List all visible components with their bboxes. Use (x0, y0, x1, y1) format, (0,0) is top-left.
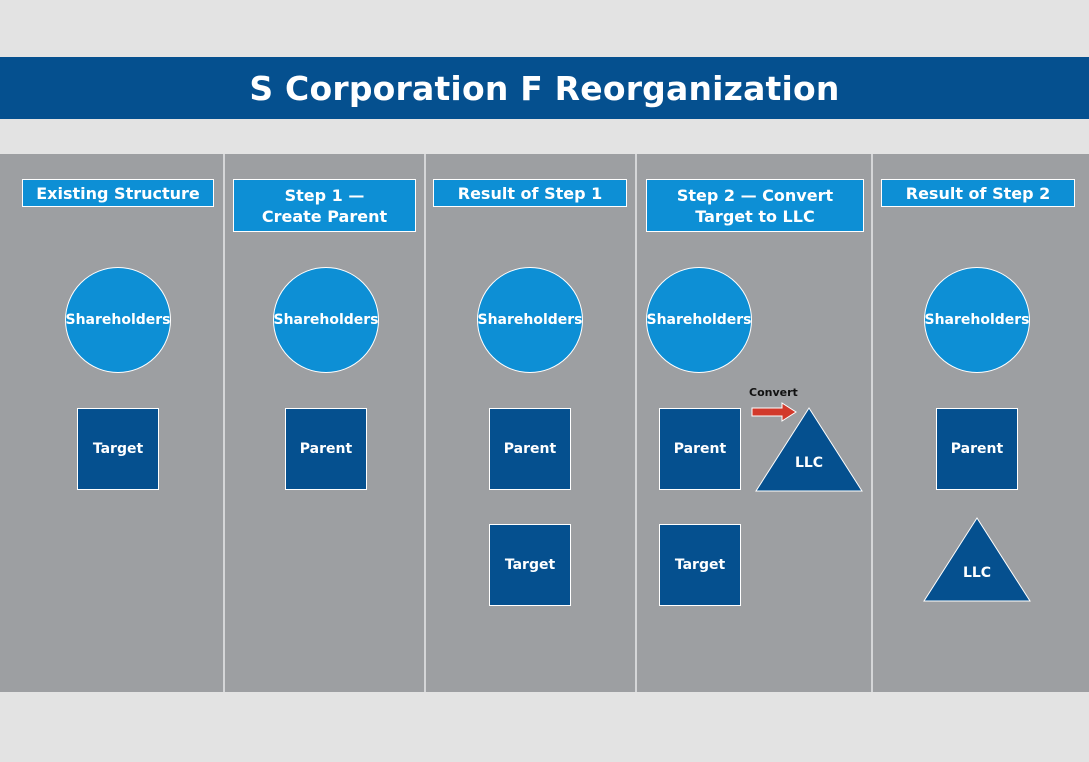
column-divider (871, 154, 873, 692)
llc-label: LLC (795, 455, 823, 471)
column-header-result-step-2: Result of Step 2 (881, 179, 1075, 207)
target-node: Target (659, 524, 741, 606)
column-header-step-2: Step 2 — Convert Target to LLC (646, 179, 864, 232)
target-node: Target (77, 408, 159, 490)
column-divider (223, 154, 225, 692)
column-header-result-step-1: Result of Step 1 (433, 179, 627, 207)
title-bar: S Corporation F Reorganization (0, 57, 1089, 119)
parent-node: Parent (285, 408, 367, 490)
target-node: Target (489, 524, 571, 606)
parent-node: Parent (936, 408, 1018, 490)
column-divider (424, 154, 426, 692)
column-header-existing-structure: Existing Structure (22, 179, 214, 207)
right-arrow-icon (751, 402, 797, 422)
page-title: S Corporation F Reorganization (249, 68, 840, 108)
shareholders-node: Shareholders (65, 267, 171, 373)
column-header-step-1: Step 1 — Create Parent (233, 179, 416, 232)
convert-label: Convert (749, 386, 798, 399)
shareholders-node: Shareholders (646, 267, 752, 373)
shareholders-node: Shareholders (273, 267, 379, 373)
parent-node: Parent (489, 408, 571, 490)
llc-node: LLC (923, 517, 1031, 602)
parent-node: Parent (659, 408, 741, 490)
column-divider (635, 154, 637, 692)
shareholders-node: Shareholders (924, 267, 1030, 373)
shareholders-node: Shareholders (477, 267, 583, 373)
llc-label: LLC (963, 565, 991, 581)
llc-node: LLC (755, 407, 863, 492)
